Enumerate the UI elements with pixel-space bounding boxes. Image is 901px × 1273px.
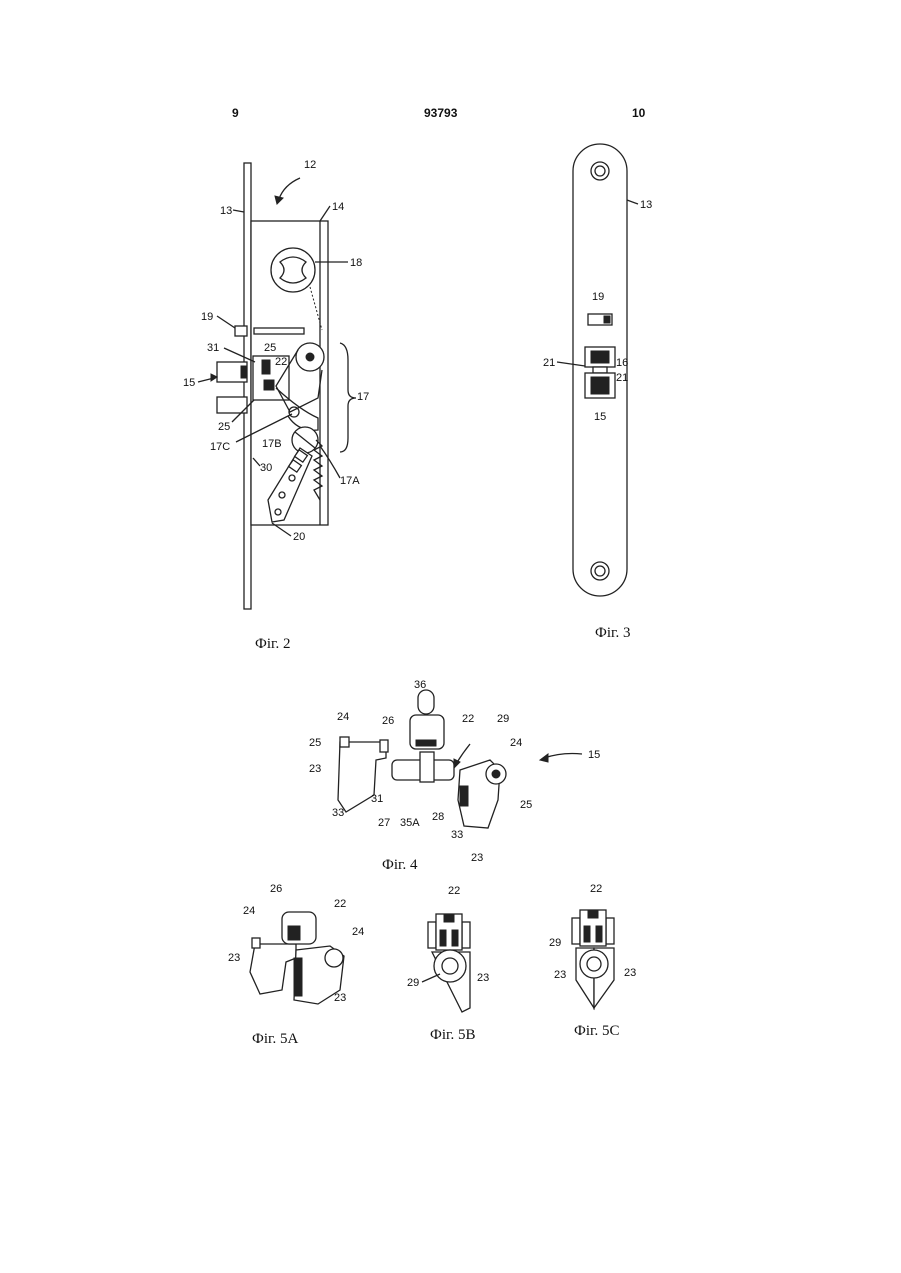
ref-18: 18 (350, 257, 362, 269)
ref-17b: 17B (262, 438, 282, 450)
ref-20: 20 (293, 531, 305, 543)
ref-24-fig5a-right: 24 (352, 926, 364, 938)
ref-22-fig4: 22 (462, 713, 474, 725)
ref-17a: 17A (340, 475, 360, 487)
ref-17: 17 (357, 391, 369, 403)
ref-24-left: 24 (337, 711, 349, 723)
ref-21-left: 21 (543, 357, 555, 369)
ref-29-fig5c: 29 (549, 937, 561, 949)
figure-5a: 26 22 24 24 23 23 Фіг. 5A (228, 883, 364, 1047)
caption-fig3: Фіг. 3 (595, 625, 630, 641)
ref-23-fig5c-left: 23 (554, 969, 566, 981)
ref-25-left: 25 (309, 737, 321, 749)
caption-fig4: Фіг. 4 (382, 857, 418, 873)
ref-22-fig5a: 22 (334, 898, 346, 910)
ref-31-fig4: 31 (371, 793, 383, 805)
ref-13-fig3: 13 (640, 199, 652, 211)
ref-22-fig5b: 22 (448, 885, 460, 897)
ref-24-right: 24 (510, 737, 522, 749)
figure-5c: 22 29 23 23 Фіг. 5C (549, 883, 636, 1039)
ref-28: 28 (432, 811, 444, 823)
caption-fig5c: Фіг. 5C (574, 1023, 619, 1039)
ref-22-fig5c: 22 (590, 883, 602, 895)
ref-26: 26 (382, 715, 394, 727)
cylinder-hole (271, 248, 315, 292)
caption-fig5a: Фіг. 5A (252, 1031, 298, 1047)
ref-25-lower: 25 (218, 421, 230, 433)
ref-31: 31 (207, 342, 219, 354)
ref-23-left: 23 (309, 763, 321, 775)
ref-23-fig5c-right: 23 (624, 967, 636, 979)
ref-23-fig5a-right: 23 (334, 992, 346, 1004)
ref-29-fig5b: 29 (407, 977, 419, 989)
figure-2: 12 13 14 18 19 31 25 22 15 17 25 17C 17B… (183, 159, 369, 652)
figure-4: 36 24 26 22 29 25 24 15 23 31 25 33 27 3… (309, 679, 600, 873)
ref-35a: 35A (400, 817, 420, 829)
ref-23-right: 23 (471, 852, 483, 864)
ref-16: 16 (616, 357, 628, 369)
ref-23-fig5b: 23 (477, 972, 489, 984)
ref-25-right: 25 (520, 799, 532, 811)
ref-27: 27 (378, 817, 390, 829)
caption-fig5b: Фіг. 5B (430, 1027, 475, 1043)
ref-33-left: 33 (332, 807, 344, 819)
ref-15: 15 (183, 377, 195, 389)
figure-3: 13 19 21 16 21 15 Фіг. 3 (543, 144, 652, 641)
ref-13: 13 (220, 205, 232, 217)
ref-26-fig5a: 26 (270, 883, 282, 895)
ref-22: 22 (275, 356, 287, 368)
ref-19: 19 (201, 311, 213, 323)
ref-14: 14 (332, 201, 344, 213)
ref-29-fig4: 29 (497, 713, 509, 725)
ref-17c: 17C (210, 441, 230, 453)
ref-25-upper: 25 (264, 342, 276, 354)
ref-36: 36 (414, 679, 426, 691)
ref-19-fig3: 19 (592, 291, 604, 303)
ref-30: 30 (260, 462, 272, 474)
ref-23-fig5a-left: 23 (228, 952, 240, 964)
ref-15-fig4: 15 (588, 749, 600, 761)
ref-24-fig5a-left: 24 (243, 905, 255, 917)
faceplate-side (244, 163, 251, 609)
ref-33-right: 33 (451, 829, 463, 841)
ref-12: 12 (304, 159, 316, 171)
figure-5b: 22 29 23 Фіг. 5B (407, 885, 489, 1043)
ref-21-right: 21 (616, 372, 628, 384)
ref-15-fig3: 15 (594, 411, 606, 423)
caption-fig2: Фіг. 2 (255, 636, 290, 652)
